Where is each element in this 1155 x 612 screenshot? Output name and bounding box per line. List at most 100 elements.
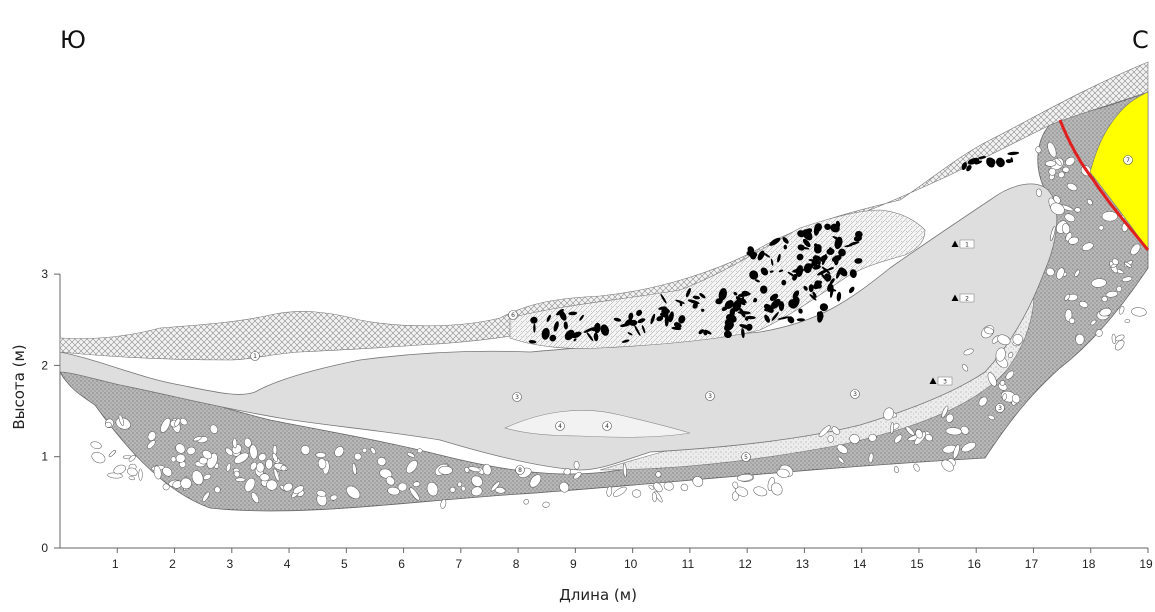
- white-stone: [1058, 171, 1065, 178]
- white-stone: [191, 470, 204, 486]
- white-stone: [147, 431, 157, 441]
- x-tick-label: 6: [398, 557, 405, 571]
- white-stone: [412, 481, 421, 487]
- white-stone: [426, 481, 439, 497]
- white-stone: [1005, 370, 1015, 380]
- black-stone: [754, 279, 760, 283]
- white-stone: [883, 407, 894, 421]
- black-stone: [796, 318, 805, 322]
- x-axis-title: Длина (м): [559, 586, 637, 604]
- black-stone: [628, 312, 634, 321]
- white-stone: [449, 486, 456, 493]
- black-stone: [817, 268, 829, 276]
- white-stone: [235, 477, 246, 482]
- white-stone: [1064, 213, 1076, 223]
- white-stone: [978, 396, 988, 407]
- black-stone: [753, 297, 757, 303]
- black-stone: [760, 267, 769, 276]
- white-stone: [471, 475, 483, 487]
- black-stone: [724, 321, 734, 332]
- white-stone: [962, 364, 969, 372]
- layer-marker-circle: [1123, 155, 1133, 165]
- black-stone: [583, 327, 595, 333]
- x-tick-label: 13: [796, 557, 810, 571]
- white-stone: [736, 474, 754, 482]
- white-stone: [397, 482, 408, 492]
- white-stone: [827, 435, 834, 443]
- white-stone: [941, 459, 954, 472]
- black-stone: [737, 311, 751, 315]
- black-stone: [678, 315, 686, 324]
- white-stone: [1035, 146, 1042, 154]
- white-stone: [771, 482, 783, 496]
- white-stone: [529, 474, 542, 488]
- black-stone: [849, 269, 857, 278]
- black-stone: [553, 321, 559, 332]
- white-stone: [256, 462, 265, 473]
- black-stone: [804, 263, 814, 270]
- white-stone: [162, 466, 173, 477]
- white-stone: [987, 414, 996, 421]
- white-stone: [1091, 278, 1107, 288]
- black-stone: [749, 270, 759, 280]
- black-stone: [600, 324, 610, 336]
- white-stone: [214, 486, 221, 494]
- layer-marker-circle: [850, 389, 860, 399]
- white-stone: [266, 479, 278, 491]
- white-stone: [663, 481, 674, 491]
- white-stone: [680, 483, 689, 492]
- white-stone: [692, 476, 704, 487]
- black-stone: [746, 250, 758, 257]
- white-stone: [648, 484, 655, 490]
- black-stone: [781, 279, 787, 286]
- black-stone: [568, 311, 578, 316]
- black-stone: [824, 223, 831, 230]
- black-stone: [757, 250, 765, 261]
- layer-marker-circle: [741, 452, 751, 462]
- white-stone: [409, 487, 420, 501]
- white-stone: [1065, 156, 1076, 166]
- white-stone: [385, 476, 395, 486]
- x-tick-label: 16: [968, 557, 982, 571]
- black-stone: [820, 272, 828, 282]
- white-stone: [1047, 141, 1057, 158]
- black-stone: [641, 325, 646, 334]
- white-stone: [1101, 295, 1108, 303]
- white-stone: [1048, 167, 1057, 176]
- white-stone: [1068, 317, 1076, 324]
- white-stone: [1098, 225, 1104, 231]
- white-stone: [542, 501, 550, 508]
- layer-marker-label: 5: [744, 454, 748, 461]
- y-tick-label: 1: [41, 450, 48, 464]
- black-stone: [771, 311, 779, 321]
- black-stone: [685, 287, 691, 298]
- black-stone: [636, 309, 643, 317]
- white-stone: [127, 467, 138, 476]
- white-stone: [122, 454, 132, 459]
- layer-marker-label: 3: [708, 393, 712, 400]
- white-stone: [1130, 243, 1141, 256]
- x-tick-label: 9: [570, 557, 577, 571]
- black-stone: [777, 316, 790, 320]
- white-stone: [153, 465, 162, 480]
- sample-label: 3: [943, 379, 947, 386]
- white-stone: [162, 483, 170, 491]
- white-stone: [334, 446, 345, 457]
- black-stone: [733, 291, 738, 296]
- white-stone: [523, 499, 529, 505]
- black-stone: [729, 308, 736, 317]
- x-tick-label: 3: [226, 557, 233, 571]
- white-stone: [300, 445, 311, 455]
- black-stone: [796, 253, 804, 261]
- white-stone: [387, 486, 400, 496]
- black-stone: [778, 269, 784, 273]
- white-stone: [559, 481, 570, 493]
- black-stone: [777, 253, 781, 263]
- black-stone: [826, 248, 835, 255]
- white-stone: [1011, 394, 1021, 404]
- white-stone: [283, 482, 293, 492]
- layer-marker-label: 8: [518, 467, 522, 474]
- black-stone: [745, 315, 756, 320]
- white-stone: [1118, 306, 1125, 315]
